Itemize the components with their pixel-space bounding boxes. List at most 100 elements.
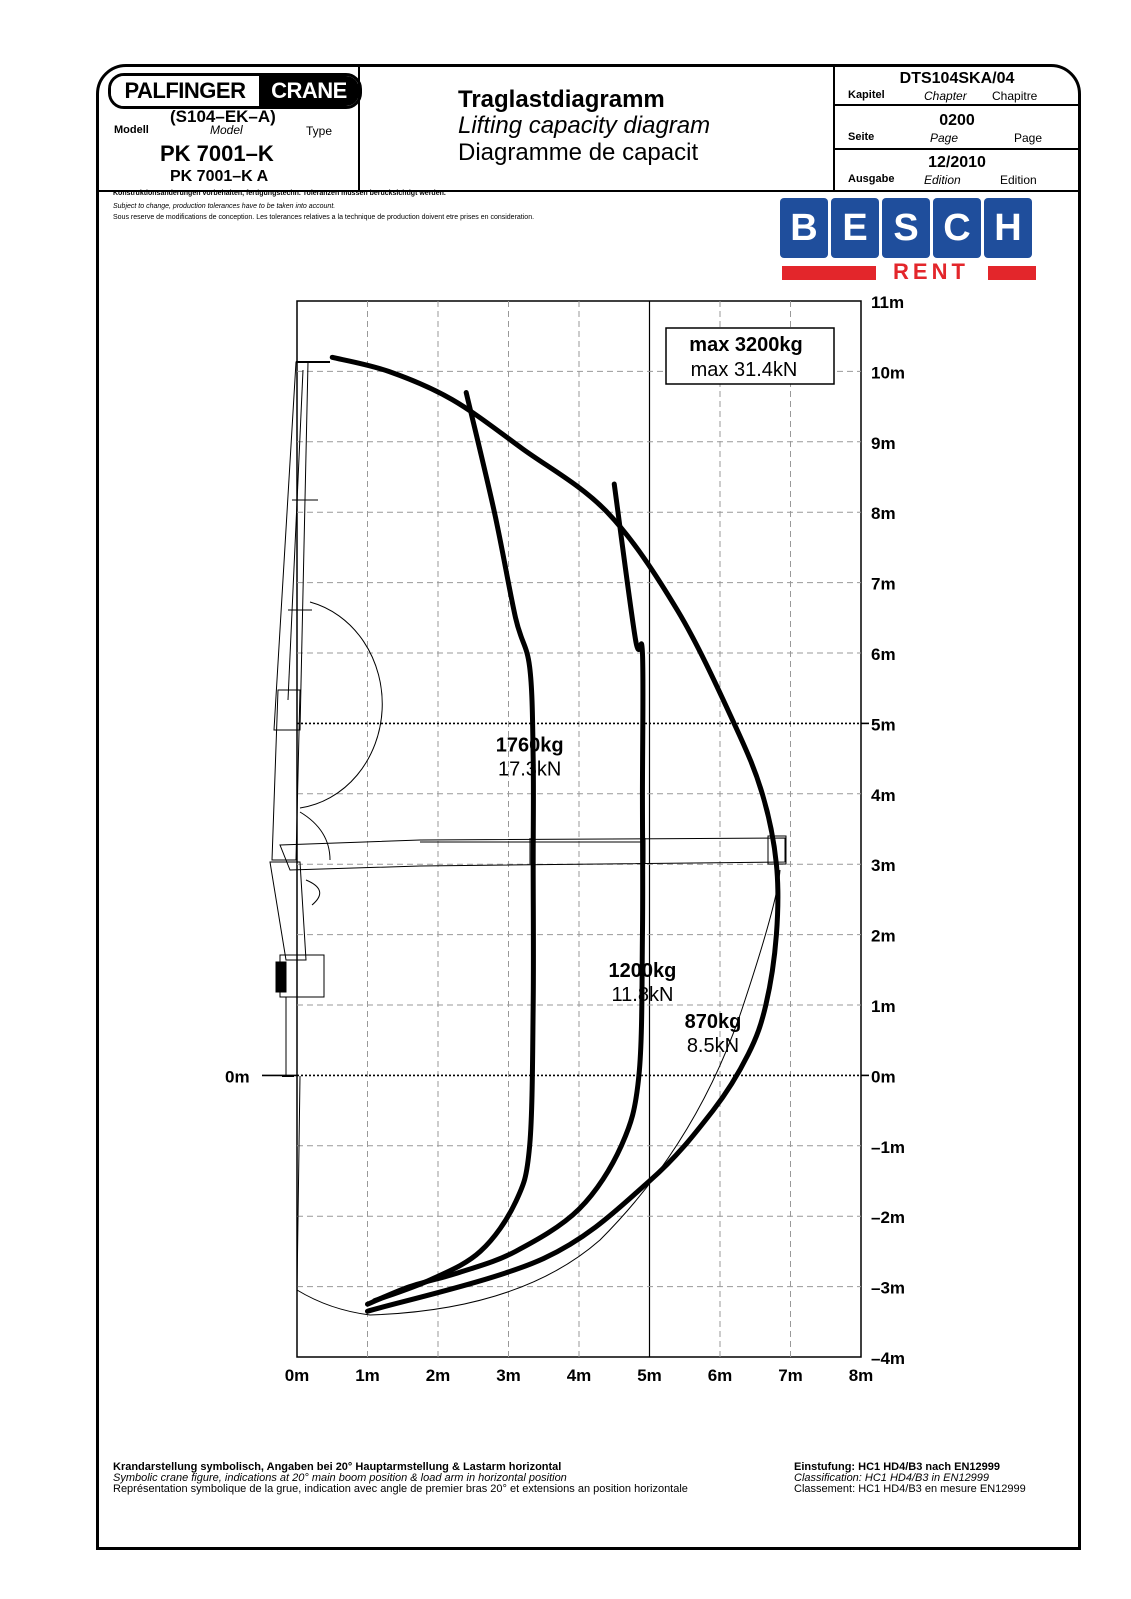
x-tick-label: 2m [426, 1366, 451, 1385]
y-tick-label: 0m [871, 1067, 896, 1086]
seite-label-en: Page [930, 131, 959, 145]
capacity-curve-1760kg [372, 390, 536, 1304]
palfinger-crane-logo: PALFINGER CRANE [108, 73, 362, 109]
kapitel-label-fr: Chapitre [992, 89, 1038, 103]
y-tick-label: 10m [871, 363, 905, 382]
logo-letter: C [933, 198, 981, 258]
doc-code: DTS104SKA/04 [899, 70, 1015, 87]
x-tick-label: 4m [567, 1366, 592, 1385]
y-tick-label: –3m [871, 1279, 905, 1298]
ausgabe-label-en: Edition [924, 173, 961, 187]
kapitel-label-en: Chapter [924, 89, 967, 103]
y-tick-label: –2m [871, 1208, 905, 1227]
x-tick-label: 0m [285, 1366, 310, 1385]
page-number: 0200 [939, 112, 975, 129]
crane-jib-inner [287, 369, 304, 701]
y-tick-label: 9m [871, 434, 896, 453]
y-tick-label: 2m [871, 927, 896, 946]
logo-letter: B [780, 198, 828, 258]
y-tick-label: 4m [871, 786, 896, 805]
rent-label: RENT [893, 259, 969, 284]
y-tick-label: –4m [871, 1349, 905, 1368]
edition-date: 12/2010 [928, 154, 986, 171]
disclaimer-de: Konstruktionsänderungen vorbehalten, fer… [113, 190, 446, 197]
crane-main-boom [271, 689, 301, 861]
max-capacity-box: max 3200kg max 31.4kN [665, 327, 835, 385]
model-name: PK 7001–K [160, 141, 274, 166]
title-de: Traglastdiagramm [458, 86, 665, 113]
header-divider [358, 64, 360, 192]
outer-envelope [296, 869, 781, 1316]
title-block: PALFINGER CRANE (S104–EK–A) Modell Model… [96, 64, 1081, 192]
header-divider [833, 64, 835, 192]
max-box-kg: max 3200kg [689, 334, 802, 356]
curve-label-kn: 17.3kN [498, 759, 561, 781]
max-box-frame [665, 327, 835, 385]
y-tick-label: 8m [871, 504, 896, 523]
capacity-curves [329, 354, 781, 1314]
x-tick-label: 5m [637, 1366, 662, 1385]
x-tick-label: 6m [708, 1366, 733, 1385]
logo-letter: E [831, 198, 879, 258]
modell-label-en: Model [210, 123, 243, 137]
curve-label-kg: 870kg [685, 1011, 742, 1033]
crane-column-arc [305, 879, 321, 906]
crane-base-detail [275, 961, 287, 993]
footer-left-en: Symbolic crane figure, indications at 20… [113, 1472, 567, 1484]
x-tick-label: 1m [355, 1366, 380, 1385]
curve-label-kn: 8.5kN [687, 1035, 739, 1057]
kapitel-label-de: Kapitel [848, 89, 885, 101]
series-code: (S104–EK–A) [170, 107, 276, 126]
footer-right-de: Einstufung: HC1 HD4/B3 nach EN12999 [794, 1461, 1000, 1473]
grid [262, 301, 869, 1357]
plot-border [296, 300, 862, 1358]
header-rule [833, 148, 1081, 150]
logo-letter: H [984, 198, 1032, 258]
rent-bar-right [988, 266, 1036, 280]
header-bottom-rule [96, 190, 1081, 192]
footer-right-fr: Classement: HC1 HD4/B3 en mesure EN12999 [794, 1483, 1026, 1495]
crane-column [269, 861, 307, 961]
crane-slew-arc [299, 601, 383, 809]
seite-label-fr: Page [1014, 131, 1043, 145]
y-tick-label: –1m [871, 1138, 905, 1157]
curve-label-kg: 1760kg [496, 735, 564, 757]
y-tick-label: 7m [871, 575, 896, 594]
x-tick-label: 7m [778, 1366, 803, 1385]
crane-figure [269, 361, 787, 1316]
crane-boom-horizontal [279, 837, 786, 871]
footer-left-de: Krandarstellung symbolisch, Angaben bei … [113, 1461, 562, 1473]
y-tick-label: 5m [871, 715, 896, 734]
footer-left-fr: Représentation symbolique de la grue, in… [113, 1483, 688, 1495]
besch-rent-logo: B E S C H [780, 198, 1032, 258]
y-tick-label: 1m [871, 997, 896, 1016]
x-tick-label: 3m [496, 1366, 521, 1385]
max-box-kn: max 31.4kN [691, 359, 798, 381]
crane-base [279, 954, 325, 998]
ausgabe-label-de: Ausgabe [848, 173, 895, 185]
crane-link-arc [299, 811, 331, 861]
y-left-zero-label: 0m [225, 1067, 250, 1086]
logo-crane: CRANE [259, 76, 359, 106]
crane-jib-vertical [273, 361, 309, 731]
curve-label-kg: 1200kg [609, 960, 677, 982]
seite-label-de: Seite [848, 131, 875, 143]
title-en: Lifting capacity diagram [458, 112, 711, 139]
rent-bar-left [782, 266, 876, 280]
logo-palfinger: PALFINGER [111, 76, 259, 106]
model-variant: PK 7001–K A [170, 168, 269, 185]
page-frame [96, 64, 1081, 1550]
y-tick-label: 6m [871, 645, 896, 664]
capacity-curve-1200kg [365, 481, 646, 1307]
modell-label-fr: Type [306, 124, 333, 138]
curve-label-kn: 11.8kN [612, 984, 674, 1006]
y-tick-label: 11m [871, 293, 904, 312]
ausgabe-label-fr: Edition [1000, 173, 1037, 187]
header-rule [833, 104, 1081, 106]
title-fr: Diagramme de capacit [458, 139, 699, 166]
y-tick-label: 3m [871, 856, 896, 875]
logo-letter: S [882, 198, 930, 258]
